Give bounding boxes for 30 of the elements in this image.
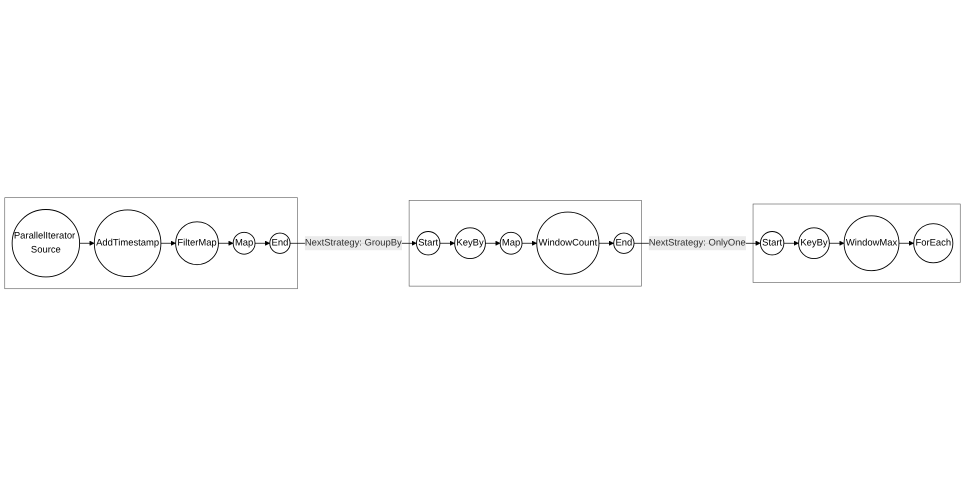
edge-label: NextStrategy: OnlyOne (648, 238, 746, 248)
arrow (522, 240, 537, 246)
node-circle: KeyBy (454, 228, 486, 260)
cluster (752, 204, 961, 283)
cluster (4, 198, 298, 290)
arrow (79, 240, 95, 246)
arrow (160, 240, 176, 246)
node-circle: KeyBy (798, 228, 830, 260)
arrow (218, 240, 234, 246)
node-circle: End (269, 232, 291, 254)
arrow (440, 240, 455, 246)
node-circle: End (613, 232, 634, 254)
node-circle: ForEach (913, 223, 954, 264)
arrow (898, 240, 914, 246)
node-circle: Start (760, 231, 784, 256)
arrow (598, 240, 614, 246)
node-circle: Map (232, 232, 256, 255)
edge-label: NextStrategy: GroupBy (304, 238, 402, 248)
node-circle: ParallelIterator Source (12, 209, 80, 278)
arrow (783, 240, 799, 246)
node-circle: Map (500, 232, 522, 255)
arrow (485, 240, 500, 246)
arrow (254, 240, 270, 246)
node-circle: FilterMap (175, 222, 219, 266)
node-circle: WindowCount (536, 212, 600, 276)
node-circle: AddTimestamp (94, 210, 162, 278)
arrow (828, 240, 844, 246)
cluster (408, 200, 642, 287)
node-circle: Start (416, 231, 440, 256)
node-circle: WindowMax (844, 216, 900, 272)
